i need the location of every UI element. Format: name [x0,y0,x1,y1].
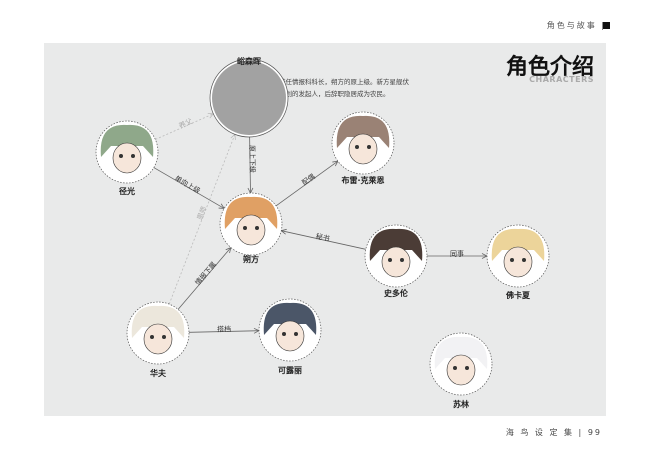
relation-line [153,167,225,209]
relation-line [177,247,232,310]
face-shape [446,354,476,386]
hair-shape [224,196,278,229]
relation-label: 单向上级 [173,173,202,195]
eye-icon [510,258,514,262]
character-name: 可露丽 [278,366,302,375]
face-shape [143,323,173,355]
eye-icon [282,332,286,336]
relation-line [275,160,339,207]
character-name: 朔方 [243,255,259,264]
hair-shape [434,336,488,369]
character-name: 苏林 [453,400,469,409]
face-shape [112,142,142,174]
hair-shape [263,302,317,335]
header-square [603,22,610,29]
hair-shape [131,305,185,338]
relation-line [155,113,214,140]
footer: 海 鸟 设 定 集 | 99 [506,427,602,438]
character-description: 前任情报科科长，朔方的原上级。新方星舰伏计划的发起人，后辞职隐居成为农民。 [279,78,409,98]
arrow-icon [332,160,339,167]
face-shape [348,133,378,165]
hair-shape [369,228,423,261]
relation-label: 养父 [177,116,193,130]
relation-line [249,136,251,194]
relation-label: 搭档 [217,324,231,333]
character-name: 径光 [119,187,135,196]
relation-line [188,330,260,333]
character-name: 佛卡夏 [506,291,530,300]
relation-label: 原上下级 [248,145,257,173]
arrow-icon [207,113,215,119]
eye-icon [388,258,392,262]
hair-shape [491,228,545,261]
face-shape [503,246,533,278]
character-name: 华夫 [150,369,166,378]
page-number: 99 [587,428,602,437]
hair-shape [100,124,154,157]
character-name: 峪森晖 [237,57,261,66]
section-header: 角色与故事 | [546,21,606,30]
relation-label: 情报下属 [193,260,218,287]
eye-icon [367,145,371,149]
eye-icon [119,154,123,158]
eye-icon [243,226,247,230]
eye-icon [162,335,166,339]
eye-icon [150,335,154,339]
character-portrait[interactable] [212,61,286,135]
eye-icon [294,332,298,336]
relation-label: 恩师 [195,205,208,221]
page-title: 角色介绍 [505,55,594,80]
eye-icon [465,366,469,370]
page-subtitle: CHARACTERS [529,75,594,84]
eye-icon [131,154,135,158]
face-shape [275,320,305,352]
character-name: 布雷·克莱恩 [341,176,385,185]
eye-icon [355,145,359,149]
face-shape [236,214,266,246]
relation-label: 秘书 [315,231,331,243]
book-title: 海 鸟 设 定 集 | [505,428,584,437]
eye-icon [522,258,526,262]
relation-label: 同事 [450,249,464,258]
eye-icon [400,258,404,262]
hair-shape [336,115,390,148]
eye-icon [255,226,259,230]
face-shape [381,246,411,278]
character-name: 史多伦 [384,289,408,298]
relation-label: 配偶 [300,172,317,187]
relation-line [281,230,366,250]
eye-icon [453,366,457,370]
